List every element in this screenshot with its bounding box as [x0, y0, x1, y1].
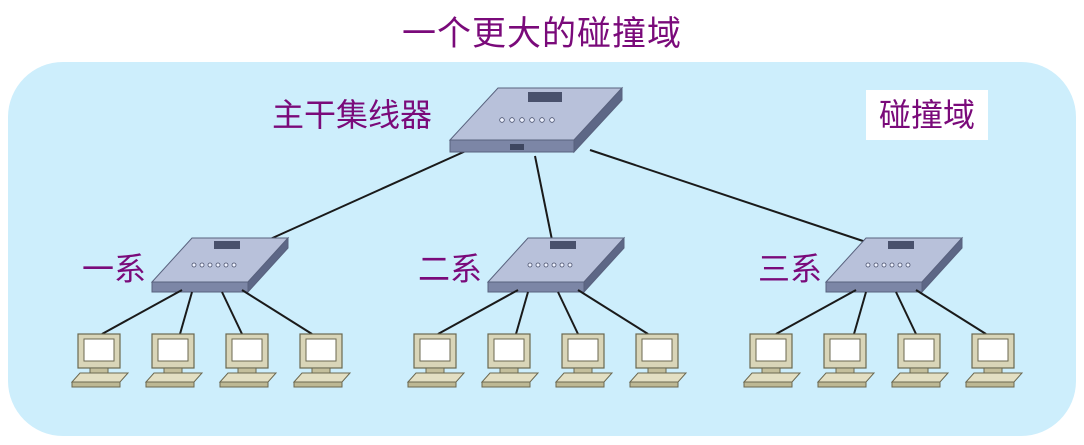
computer-icon [628, 333, 688, 388]
backbone-hub-label: 主干集线器 [272, 96, 433, 134]
computer-icon [144, 333, 204, 388]
computer-icon [70, 333, 130, 388]
hub-icon [150, 236, 290, 294]
department-3 [775, 236, 987, 335]
hub-icon [486, 236, 626, 294]
computer-icon [218, 333, 278, 388]
dept-1-label: 一系 [82, 250, 147, 288]
dept-3-links [775, 289, 987, 335]
hub-icon [448, 86, 624, 154]
dept-2-label: 二系 [418, 250, 483, 288]
dept-3-label: 三系 [758, 250, 823, 288]
computer-icon [292, 333, 352, 388]
dept-hub-3 [824, 236, 964, 294]
link-backbone-dept-3 [589, 149, 873, 245]
department-2 [437, 236, 649, 335]
backbone-hub [448, 86, 624, 154]
link-backbone-dept-2 [534, 155, 553, 241]
computer-icon [406, 333, 466, 388]
link-backbone-dept-1 [267, 149, 469, 241]
dept-2-links [437, 289, 649, 335]
computer-icon [964, 333, 1024, 388]
computer-icon [816, 333, 876, 388]
computer-icon [480, 333, 540, 388]
diagram-title: 一个更大的碰撞域 [402, 14, 682, 54]
computer-icon [554, 333, 614, 388]
computer-icon [890, 333, 950, 388]
dept-1-links [101, 289, 313, 335]
dept-hub-2 [486, 236, 626, 294]
hub-icon [824, 236, 964, 294]
collision-domain-label: 碰撞域 [866, 90, 988, 140]
department-1 [101, 236, 313, 335]
backbone-links [267, 149, 873, 245]
computer-icon [742, 333, 802, 388]
dept-hub-1 [150, 236, 290, 294]
computers [70, 333, 1024, 388]
